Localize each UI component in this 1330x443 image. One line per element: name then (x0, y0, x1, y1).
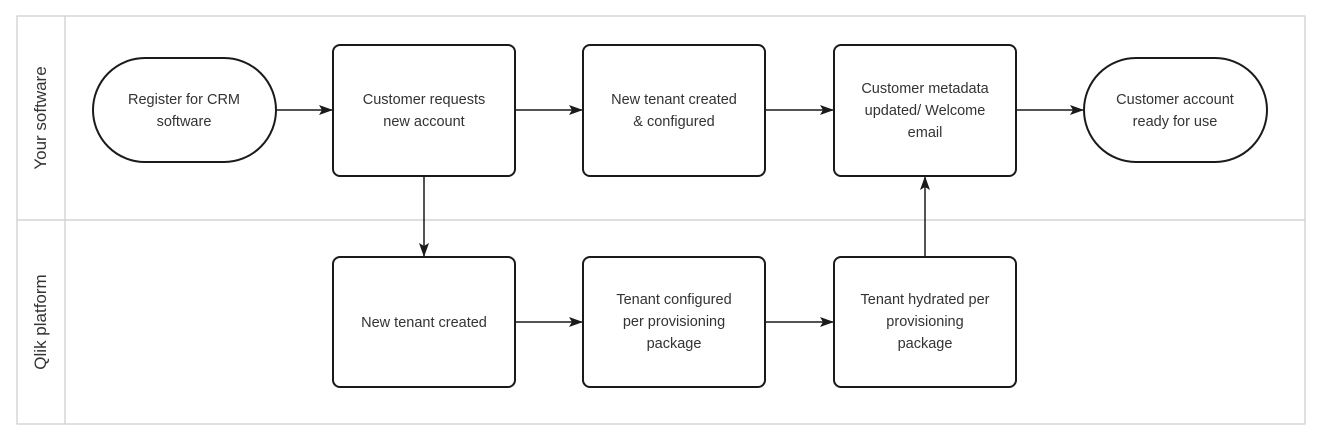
node-tenant-hydrated: Tenant hydrated per provisioning package (833, 256, 1017, 388)
node-new-tenant-created: New tenant created (332, 256, 516, 388)
node-customer-requests-account: Customer requests new account (332, 44, 516, 177)
process-shape (332, 44, 516, 177)
node-label-line-1: Tenant hydrated per (861, 292, 990, 308)
swimlane-frame (16, 15, 1306, 425)
process-shape (582, 44, 766, 177)
node-label-line-1: Customer account (1116, 92, 1234, 108)
node-label-line-2: & configured (633, 114, 714, 130)
node-label-line-3: package (647, 336, 702, 352)
node-label-line-1: Tenant configured (616, 292, 731, 308)
node-label-line-2: updated/ Welcome (865, 103, 986, 119)
node-label-line-2: provisioning (886, 314, 963, 330)
node-label-line-2: ready for use (1133, 114, 1218, 130)
node-new-tenant-created-configured: New tenant created & configured (582, 44, 766, 177)
node-register-for-crm: Register for CRM software (92, 57, 277, 163)
process-shape (833, 44, 1017, 177)
node-label-line-1: New tenant created (361, 315, 487, 331)
node-customer-metadata-updated: Customer metadata updated/ Welcome email (833, 44, 1017, 177)
node-label-line-2: software (157, 114, 212, 130)
node-label-line-1: Register for CRM (128, 92, 240, 108)
node-label-line-1: New tenant created (611, 92, 737, 108)
process-shape (833, 256, 1017, 388)
process-shape (332, 256, 516, 388)
lane-label-your-software: Your software (31, 66, 50, 169)
node-label-line-1: Customer requests (363, 92, 486, 108)
lane-label-qlik-platform: Qlik platform (31, 274, 50, 369)
node-label-line-3: package (898, 336, 953, 352)
terminal-shape (1083, 57, 1268, 163)
node-label-line-1: Customer metadata (861, 81, 989, 97)
terminal-shape (92, 57, 277, 163)
node-label-line-2: new account (383, 114, 464, 130)
node-label-line-2: per provisioning (623, 314, 725, 330)
process-shape (582, 256, 766, 388)
node-label-line-3: email (908, 125, 943, 141)
node-customer-account-ready: Customer account ready for use (1083, 57, 1268, 163)
node-tenant-configured: Tenant configured per provisioning packa… (582, 256, 766, 388)
edges (276, 105, 1084, 327)
